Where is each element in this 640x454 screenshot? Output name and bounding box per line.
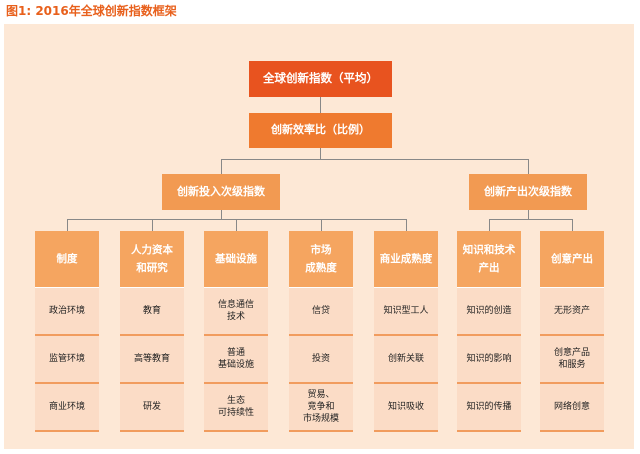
indicator-cell: 知识型工人 (374, 288, 438, 336)
indicator-cell: 无形资产 (540, 288, 604, 336)
indicator-label: 创新关联 (387, 353, 424, 364)
indicator-label: 网络创意 (553, 401, 590, 412)
indicator-cell: 普通 基础设施 (204, 336, 268, 384)
indicator-cell: 创意产品 和服务 (540, 336, 604, 384)
indicator-label: 普通 基础设施 (217, 347, 254, 370)
indicator-label: 教育 (142, 305, 161, 316)
indicator-label: 知识的传播 (466, 401, 512, 412)
indicator-label: 贸易、 竞争和 市场规模 (302, 389, 339, 425)
indicator-label: 信息通信 技术 (217, 299, 254, 322)
connector-output-down (528, 210, 529, 219)
root-node: 全球创新指数（平均） (249, 61, 392, 97)
connector-pillar-2 (152, 219, 153, 231)
pillar-header: 创意产出 (540, 231, 604, 287)
connector-root-ratio (320, 97, 321, 113)
indicator-label: 知识吸收 (387, 401, 424, 412)
connector-to-output (528, 159, 529, 174)
indicator-label: 商业环境 (48, 401, 85, 412)
connector-pillar-4 (321, 219, 322, 231)
indicator-cell: 监管环境 (35, 336, 99, 384)
indicator-cell: 贸易、 竞争和 市场规模 (289, 384, 353, 432)
indicator-label: 无形资产 (553, 305, 590, 316)
connector-to-input (221, 159, 222, 174)
figure-title: 图1: 2016年全球创新指数框架 (6, 4, 177, 18)
pillar-header: 基础设施 (204, 231, 268, 287)
indicator-label: 研发 (142, 401, 161, 412)
input-subindex-node: 创新投入次级指数 (162, 174, 280, 210)
pillar-header: 商业成熟度 (374, 231, 438, 287)
pillar-column: 创意产出无形资产创意产品 和服务网络创意 (540, 231, 604, 432)
indicator-cell: 知识的影响 (457, 336, 521, 384)
connector-pillar-6 (489, 219, 490, 231)
pillar-column: 知识和技术 产出知识的创造知识的影响知识的传播 (457, 231, 521, 432)
connector-ratio-split (320, 148, 321, 159)
indicator-cell: 政治环境 (35, 288, 99, 336)
pillar-header: 市场 成熟度 (289, 231, 353, 287)
indicator-label: 生态 可持续性 (217, 395, 254, 418)
indicator-cell: 投资 (289, 336, 353, 384)
indicator-cell: 信贷 (289, 288, 353, 336)
pillar-header: 制度 (35, 231, 99, 287)
indicator-label: 创意产品 和服务 (553, 347, 590, 370)
output-subindex-node: 创新产出次级指数 (469, 174, 587, 210)
connector-pillar-3 (236, 219, 237, 231)
pillar-column: 基础设施信息通信 技术普通 基础设施生态 可持续性 (204, 231, 268, 432)
pillar-column: 商业成熟度知识型工人创新关联知识吸收 (374, 231, 438, 432)
indicator-cell: 网络创意 (540, 384, 604, 432)
indicator-cell: 创新关联 (374, 336, 438, 384)
pillar-column: 市场 成熟度信贷投资贸易、 竞争和 市场规模 (289, 231, 353, 432)
connector-pillar-5 (406, 219, 407, 231)
connector-output-bar (489, 219, 572, 220)
connector-input-down (221, 210, 222, 219)
indicator-label: 知识的影响 (466, 353, 512, 364)
efficiency-ratio-node: 创新效率比（比例） (249, 113, 392, 148)
indicator-cell: 教育 (120, 288, 184, 336)
indicator-label: 投资 (311, 353, 330, 364)
pillar-header: 人力资本 和研究 (120, 231, 184, 287)
connector-input-bar (67, 219, 407, 220)
indicator-label: 知识型工人 (383, 305, 429, 316)
indicator-cell: 生态 可持续性 (204, 384, 268, 432)
connector-pillar-1 (67, 219, 68, 231)
indicator-cell: 研发 (120, 384, 184, 432)
indicator-label: 高等教育 (133, 353, 170, 364)
connector-pillar-7 (572, 219, 573, 231)
indicator-label: 政治环境 (48, 305, 85, 316)
connector-level1-bar (221, 159, 528, 160)
indicator-cell: 信息通信 技术 (204, 288, 268, 336)
pillar-header: 知识和技术 产出 (457, 231, 521, 287)
indicator-cell: 高等教育 (120, 336, 184, 384)
pillar-column: 制度政治环境监管环境商业环境 (35, 231, 99, 432)
pillar-column: 人力资本 和研究教育高等教育研发 (120, 231, 184, 432)
indicator-cell: 知识的创造 (457, 288, 521, 336)
indicator-label: 知识的创造 (466, 305, 512, 316)
indicator-cell: 知识吸收 (374, 384, 438, 432)
indicator-label: 监管环境 (48, 353, 85, 364)
indicator-cell: 知识的传播 (457, 384, 521, 432)
indicator-cell: 商业环境 (35, 384, 99, 432)
indicator-label: 信贷 (311, 305, 330, 316)
